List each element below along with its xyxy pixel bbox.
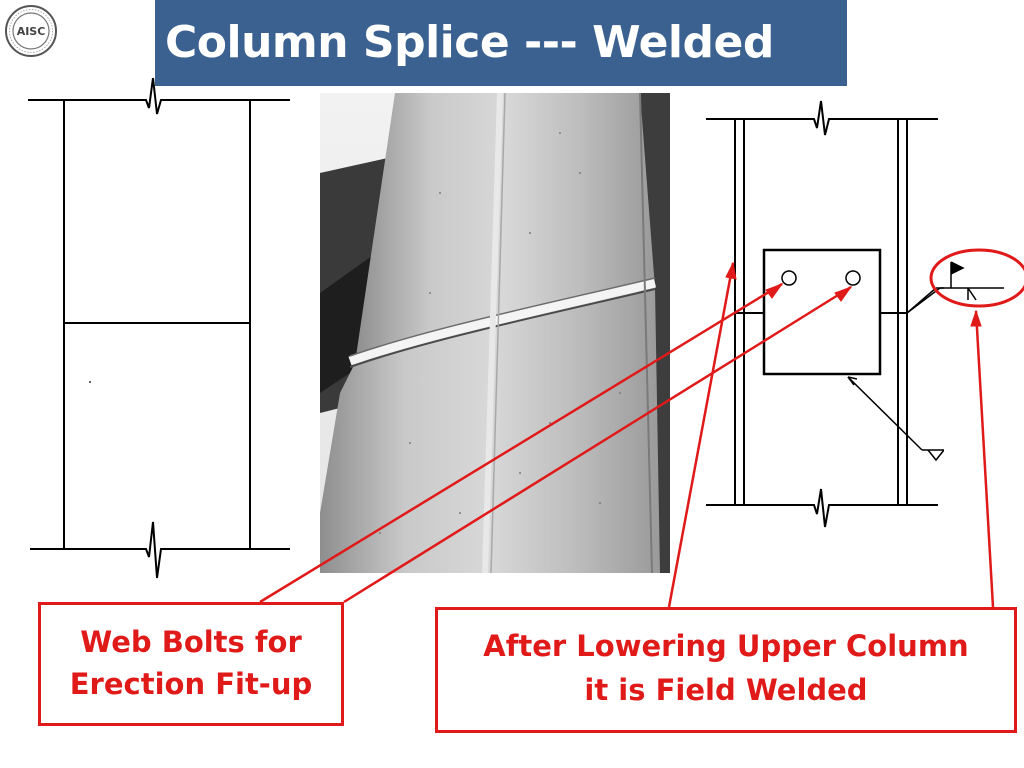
title-bar: Column Splice --- Welded: [155, 0, 847, 86]
weld-symbol-highlight-circle: [929, 248, 1024, 308]
arrow-to-weld-symbol: [974, 310, 995, 608]
web-bolts-callout-line-1: Web Bolts for: [80, 625, 302, 659]
right-column-elevation-diagram: [706, 100, 944, 528]
field-welded-callout: After Lowering Upper Column it is Field …: [435, 607, 1017, 733]
field-welded-callout-line-2: it is Field Welded: [584, 673, 868, 707]
left-column-elevation-diagram: [28, 78, 290, 579]
web-bolts-callout: Web Bolts for Erection Fit-up: [38, 602, 344, 726]
logo-text: AISC: [17, 25, 46, 38]
page-title: Column Splice --- Welded: [165, 17, 774, 68]
web-bolts-callout-line-2: Erection Fit-up: [69, 667, 313, 701]
welded-splice-photo: [320, 93, 670, 573]
field-welded-callout-line-1: After Lowering Upper Column: [483, 629, 969, 663]
aisc-seal-icon: AISC: [5, 5, 57, 57]
